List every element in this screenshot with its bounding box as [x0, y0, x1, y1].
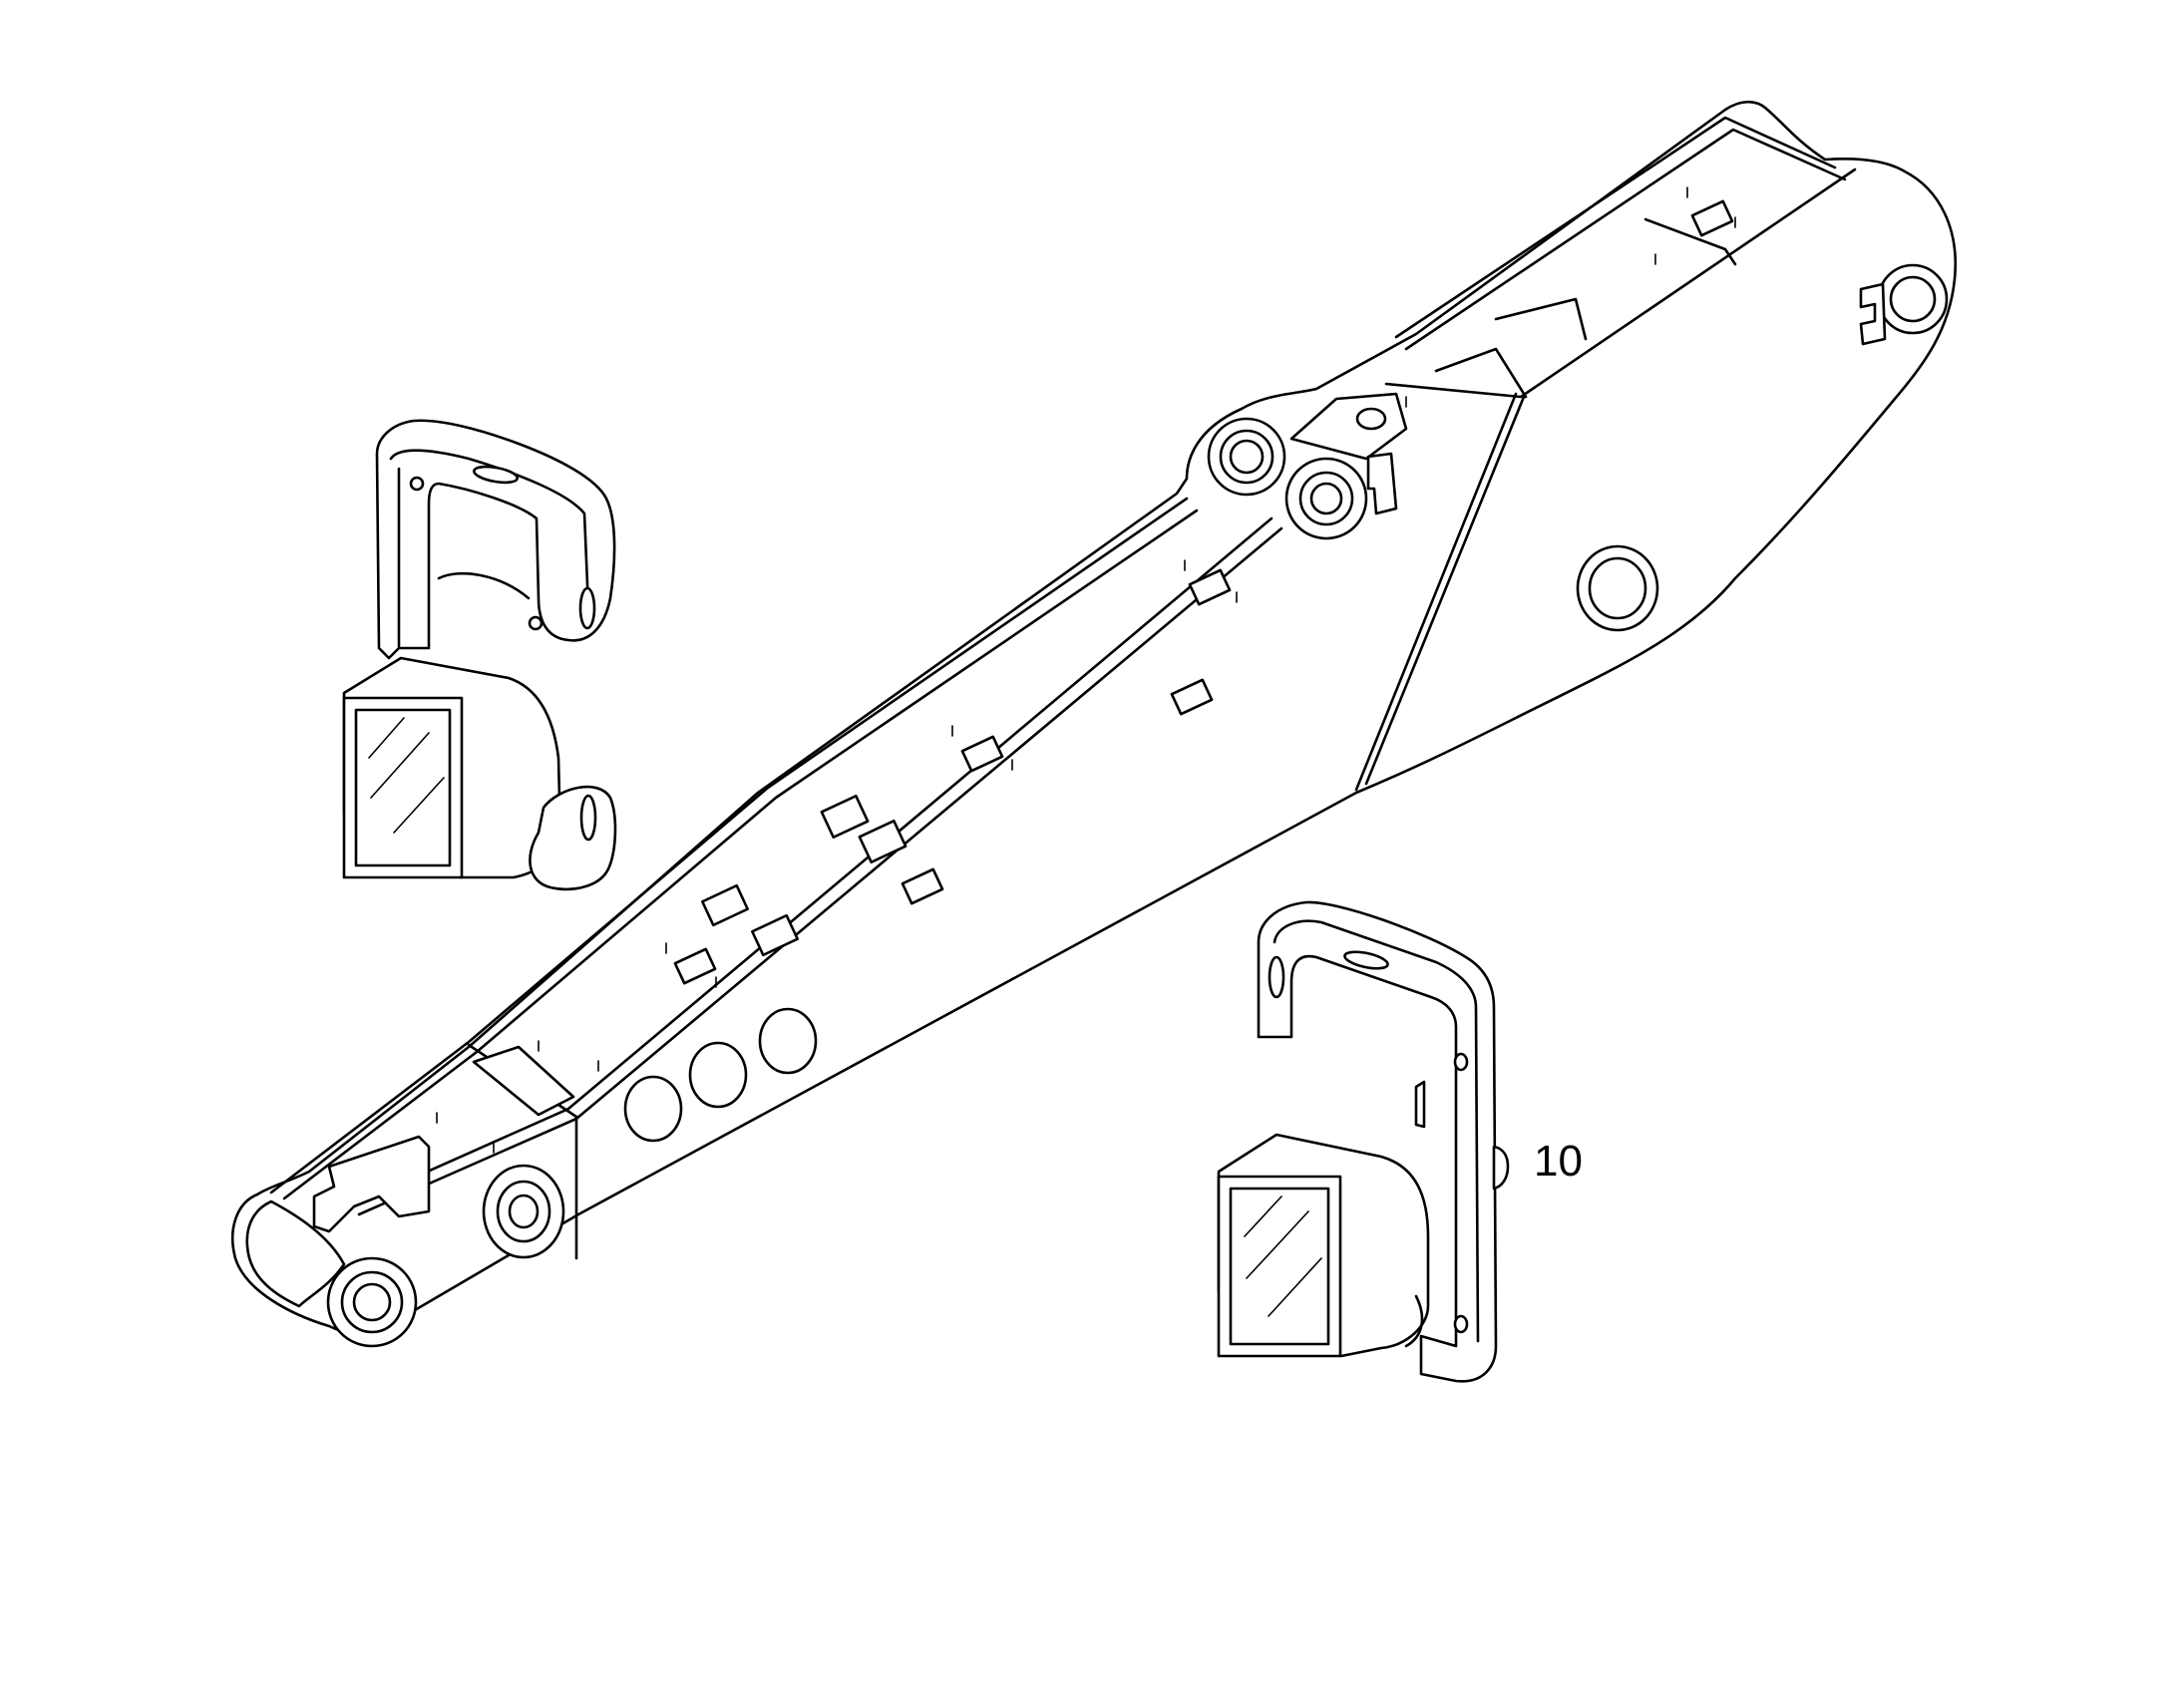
work-light-upper — [342, 419, 617, 891]
boom-knuckle-pin-inner — [1229, 439, 1265, 475]
light-bracket-upper-hole — [409, 476, 425, 492]
boom-upper-rail-2 — [1404, 128, 1847, 351]
light-bracket-upper-hole-2 — [528, 615, 544, 631]
callout-label-10: 10 — [1534, 1137, 1583, 1186]
boom-side-bosses — [623, 1007, 818, 1143]
light-lamp-lower-base — [1404, 1294, 1424, 1348]
boom-upper-cross-plate-2 — [1643, 217, 1737, 266]
pad-9 — [1188, 568, 1232, 606]
pad-10 — [1690, 199, 1734, 237]
boom-upper-cross-plate-3 — [1494, 297, 1588, 341]
light-bracket-mount-tab — [1492, 1145, 1510, 1191]
boom-foot-bracket — [312, 1135, 431, 1233]
pad-1 — [820, 794, 870, 840]
boom-upper-rail — [1394, 116, 1837, 339]
boom-lower-boss-inner — [508, 1194, 540, 1229]
lens-hatch-1 — [368, 717, 405, 759]
pad-8 — [1170, 678, 1214, 716]
work-light-lower — [1217, 900, 1510, 1383]
lens-hatch-3 — [393, 777, 445, 834]
boom-top-rail-inner — [282, 509, 1199, 1200]
light-bracket-lower-slot — [579, 794, 597, 842]
light-bracket-frame-inner — [1272, 919, 1480, 1343]
light-bracket-left-tab — [1414, 1080, 1426, 1129]
light-bracket-upper-lip — [437, 571, 531, 600]
lens-hatch-2 — [370, 732, 430, 799]
boom-small-bracket-1 — [1366, 452, 1398, 515]
light-bracket-upper — [375, 419, 616, 660]
lens-lower-hatch-2 — [1246, 1210, 1309, 1279]
pad-7 — [960, 735, 1004, 773]
boom-top-rail — [269, 497, 1189, 1195]
boom-side-seam-mid-2 — [1364, 395, 1526, 786]
boom-end-bracket — [1859, 282, 1887, 346]
boom-arm — [230, 100, 1958, 1348]
side-boss-1 — [623, 1075, 683, 1143]
boom-top-lug — [1355, 407, 1387, 431]
light-bracket-slot-top — [1343, 950, 1389, 970]
light-bracket-slot-left — [1268, 955, 1285, 999]
boom-center-pin-inner — [1309, 482, 1343, 515]
light-bracket-upper-slot-side — [578, 586, 596, 630]
pad-2 — [858, 819, 908, 864]
boom-pegs — [436, 186, 1736, 1154]
pad-6 — [901, 867, 944, 905]
boom-top-pads — [673, 199, 1734, 985]
light-bracket-upper-inner-2 — [389, 449, 590, 610]
light-bracket-hole-lower — [1453, 1314, 1469, 1334]
side-boss-3 — [758, 1007, 818, 1075]
boom-upper-inner-edge — [1384, 168, 1857, 399]
light-bracket-frame — [1257, 900, 1498, 1383]
light-lens-lower-inner — [1229, 1187, 1330, 1346]
pad-4 — [750, 913, 800, 957]
side-boss-2 — [688, 1041, 748, 1109]
lens-lower-hatch-3 — [1268, 1257, 1322, 1317]
boom-foot-pin-inner — [352, 1282, 392, 1322]
boom-foot-block — [245, 1199, 346, 1308]
boom-top-plate — [472, 1045, 575, 1117]
lens-lower-hatch-1 — [1244, 1196, 1282, 1237]
boom-side-boss-inner — [1588, 556, 1647, 620]
boom-end-pin-inner — [1889, 275, 1937, 323]
boom-upper-cross-plate — [1434, 347, 1528, 399]
boom-side-seam-mid — [1354, 392, 1518, 792]
pad-5 — [673, 947, 717, 985]
light-bracket-hole-upper — [1453, 1052, 1469, 1072]
pad-3 — [700, 883, 750, 927]
light-bracket-upper-slot-top — [473, 465, 519, 485]
